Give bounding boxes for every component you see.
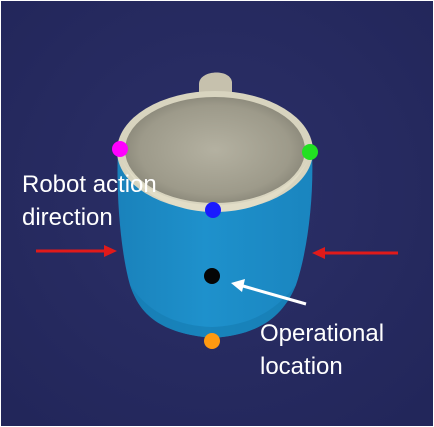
robot-action-direction-label: Robot action direction — [22, 168, 157, 234]
keypoint-magenta — [112, 141, 128, 157]
operational-location-label: Operational location — [260, 317, 384, 383]
robot-action-line2: direction — [22, 204, 113, 231]
white-arrow — [231, 279, 307, 306]
cup-handle — [199, 72, 232, 92]
keypoint-orange — [204, 333, 220, 349]
cup-body-shadow — [130, 285, 296, 338]
left-red-arrow — [36, 245, 117, 257]
cup-interior — [125, 97, 305, 203]
operational-line1: Operational — [260, 320, 385, 347]
keypoint-green — [302, 144, 318, 160]
cup-rim-front — [122, 160, 308, 212]
robot-action-line1: Robot action — [22, 171, 157, 198]
right-red-arrow — [312, 247, 398, 259]
keypoint-blue — [205, 202, 221, 218]
keypoint-black — [204, 268, 220, 284]
operational-line2: location — [260, 353, 343, 380]
